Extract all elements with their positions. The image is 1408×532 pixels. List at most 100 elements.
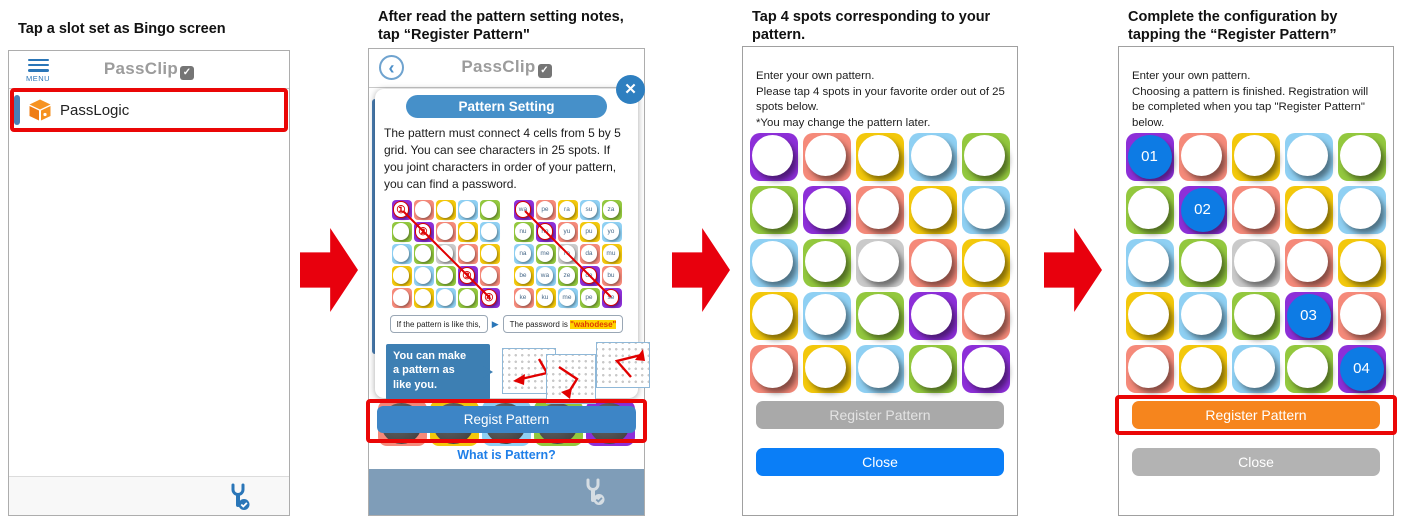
- pattern-spot-r0c3[interactable]: [1285, 133, 1333, 181]
- pattern-spot-r4c4[interactable]: [962, 345, 1010, 393]
- register-pattern-button[interactable]: Register Pattern: [1132, 401, 1380, 429]
- example-spot-circle: ze: [558, 267, 576, 284]
- pattern-spot-r3c0[interactable]: [750, 292, 798, 340]
- selected-spot-circle: 02: [1180, 187, 1225, 232]
- phone-screen-3: Enter your own pattern. Please tap 4 spo…: [742, 46, 1018, 516]
- pattern-spot-r4c1[interactable]: [1179, 345, 1227, 393]
- pattern-spot-r1c3[interactable]: [1285, 186, 1333, 234]
- spot-circle: [752, 135, 793, 176]
- spot-circle: [911, 135, 952, 176]
- slot-item-passlogic[interactable]: PassLogic: [14, 93, 284, 127]
- pattern-spot-r3c3[interactable]: 03: [1285, 292, 1333, 340]
- pattern-spot-r1c4[interactable]: [1338, 186, 1386, 234]
- close-modal-icon[interactable]: ✕: [616, 75, 645, 104]
- example-spot-circle: ro: [558, 245, 576, 262]
- what-is-pattern-link[interactable]: What is Pattern?: [457, 448, 556, 462]
- pattern-spot-r3c1[interactable]: [1179, 292, 1227, 340]
- example-spot: [391, 222, 412, 243]
- pattern-spot-r4c0[interactable]: [1126, 345, 1174, 393]
- example-spot: me: [535, 244, 556, 265]
- pattern-spot-r0c3[interactable]: [909, 133, 957, 181]
- example-spot: da: [579, 244, 600, 265]
- example-spot-circle: [392, 267, 410, 284]
- pattern-spot-r0c1[interactable]: [803, 133, 851, 181]
- spot-circle: [1181, 241, 1222, 282]
- example-spot: [479, 266, 500, 287]
- regist-pattern-button[interactable]: Regist Pattern: [377, 406, 636, 433]
- app-header: ‹ PassClip✓: [369, 49, 644, 88]
- example-spot: [391, 288, 412, 309]
- back-button[interactable]: ‹: [379, 55, 404, 80]
- pattern-spot-r3c4[interactable]: [1338, 292, 1386, 340]
- pattern-spot-r2c3[interactable]: [909, 239, 957, 287]
- pattern-spot-r0c4[interactable]: [962, 133, 1010, 181]
- back-chevron-icon: ‹: [388, 58, 395, 78]
- pattern-spot-r2c1[interactable]: [803, 239, 851, 287]
- instruction-text: Enter your own pattern. Please tap 4 spo…: [756, 70, 1005, 130]
- pattern-spot-r2c2[interactable]: [856, 239, 904, 287]
- pattern-spot-r2c3[interactable]: [1285, 239, 1333, 287]
- pattern-spot-r2c0[interactable]: [1126, 239, 1174, 287]
- pattern-spot-r0c4[interactable]: [1338, 133, 1386, 181]
- spot-circle: [858, 241, 899, 282]
- pattern-spot-r4c2[interactable]: [856, 345, 904, 393]
- pattern-spot-r4c3[interactable]: [1285, 345, 1333, 393]
- pattern-spot-r0c2[interactable]: [1232, 133, 1280, 181]
- close-button[interactable]: Close: [1132, 448, 1380, 476]
- example-spot: yo: [601, 222, 622, 243]
- pattern-spot-r1c1[interactable]: [803, 186, 851, 234]
- pattern-spot-r3c2[interactable]: [856, 292, 904, 340]
- example-spot-circle: [436, 289, 454, 306]
- pattern-spot-r3c3[interactable]: [909, 292, 957, 340]
- close-button[interactable]: Close: [756, 448, 1004, 476]
- pattern-spot-r2c1[interactable]: [1179, 239, 1227, 287]
- example-spot-circle: nu: [514, 223, 532, 240]
- settings-wrench-icon[interactable]: [580, 477, 606, 510]
- pattern-spot-r3c4[interactable]: [962, 292, 1010, 340]
- example-spot-circle: za: [602, 201, 620, 218]
- grid-screen3: [750, 133, 1010, 393]
- pattern-spot-r1c0[interactable]: [1126, 186, 1174, 234]
- example-spot: [457, 222, 478, 243]
- pattern-spot-r4c1[interactable]: [803, 345, 851, 393]
- pattern-spot-r3c0[interactable]: [1126, 292, 1174, 340]
- pattern-spot-r2c4[interactable]: [1338, 239, 1386, 287]
- pattern-spot-r1c1[interactable]: 02: [1179, 186, 1227, 234]
- pattern-spot-r0c1[interactable]: [1179, 133, 1227, 181]
- pattern-spot-r1c0[interactable]: [750, 186, 798, 234]
- pattern-spot-r3c1[interactable]: [803, 292, 851, 340]
- settings-wrench-icon[interactable]: [225, 482, 251, 515]
- pattern-spot-r3c2[interactable]: [1232, 292, 1280, 340]
- pattern-spot-r2c0[interactable]: [750, 239, 798, 287]
- example-spot: wa: [513, 200, 534, 221]
- pattern-spot-r1c4[interactable]: [962, 186, 1010, 234]
- example-spot-circle: pe: [580, 289, 598, 306]
- pattern-spot-r4c3[interactable]: [909, 345, 957, 393]
- pattern-spot-r1c3[interactable]: [909, 186, 957, 234]
- pattern-spot-r0c0[interactable]: 01: [1126, 133, 1174, 181]
- example-spot-circle: [436, 201, 454, 218]
- menu-button[interactable]: MENU: [23, 56, 53, 83]
- example-spot-circle: [392, 223, 410, 240]
- spot-circle: [964, 294, 1005, 335]
- pattern-spot-r2c4[interactable]: [962, 239, 1010, 287]
- footer-bar: [369, 469, 644, 515]
- step3-title: Tap 4 spots corresponding to your patter…: [752, 9, 991, 44]
- example-spot-circle: [392, 289, 410, 306]
- pattern-spot-r1c2[interactable]: [856, 186, 904, 234]
- pattern-spot-r4c2[interactable]: [1232, 345, 1280, 393]
- example-spot: [391, 266, 412, 287]
- example-spot-circle: ke: [514, 289, 532, 306]
- pattern-spot-r0c0[interactable]: [750, 133, 798, 181]
- register-pattern-button-disabled[interactable]: Register Pattern: [756, 401, 1004, 429]
- step-arrow-icon: [672, 228, 730, 312]
- pattern-spot-r4c4[interactable]: 04: [1338, 345, 1386, 393]
- pattern-spot-r4c0[interactable]: [750, 345, 798, 393]
- pattern-spot-r2c2[interactable]: [1232, 239, 1280, 287]
- pattern-spot-r0c2[interactable]: [856, 133, 904, 181]
- example-spot: [413, 266, 434, 287]
- example-spot: yu: [557, 222, 578, 243]
- pattern-spot-r1c2[interactable]: [1232, 186, 1280, 234]
- example-spot-circle: [458, 223, 476, 240]
- example-spot-circle: [458, 289, 476, 306]
